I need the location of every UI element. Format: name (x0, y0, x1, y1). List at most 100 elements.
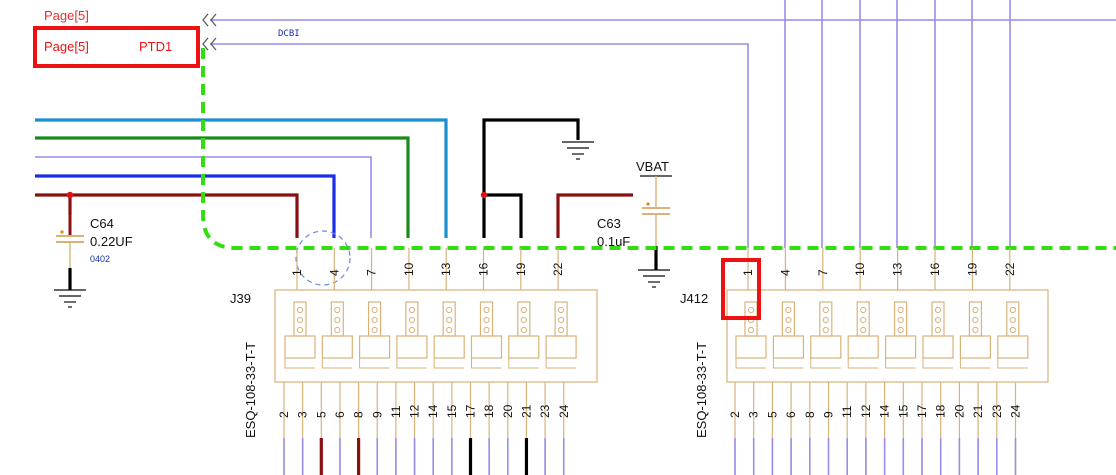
top-pin-label: 1 (741, 269, 755, 276)
bottom-pin-label: 21 (519, 404, 533, 418)
c64-ref: C64 (90, 216, 114, 231)
wire-blue (35, 174, 336, 238)
c63-ref: C63 (597, 216, 621, 231)
contact-pad (371, 306, 378, 314)
capacitor-c64[interactable]: C64 0.22UF 0402 (56, 215, 133, 290)
contact-frame (772, 335, 805, 359)
contact-pad (296, 326, 304, 334)
contact-frame (847, 335, 879, 359)
contact-pad (1009, 326, 1016, 334)
contact-lead (810, 358, 841, 369)
offpage-page-label-top: Page[5] (44, 8, 89, 23)
bottom-pin-label: 17 (915, 404, 929, 418)
contact-pad (897, 306, 904, 314)
top-pin-label: 4 (778, 269, 792, 276)
contact-frame (321, 335, 353, 359)
offpage-page-label: Page[5] (44, 39, 89, 54)
contact-pad (558, 316, 565, 324)
contact-lead (959, 358, 991, 369)
bottom-pin-label: 23 (990, 404, 1004, 418)
green-dashed-net (201, 48, 1116, 250)
contact-pad (897, 326, 904, 334)
contact-lead (922, 358, 953, 369)
contact-pad (785, 316, 792, 324)
contact-frame (959, 335, 992, 359)
bottom-pin-label: 14 (878, 404, 892, 418)
contact-lead (508, 358, 539, 369)
contact-pad (972, 326, 979, 334)
connector-body (726, 289, 1049, 383)
contact-pad (334, 326, 341, 334)
bottom-pin-label: 2 (728, 411, 742, 418)
bottom-pin-label: 20 (501, 404, 515, 418)
contact-lead (471, 358, 502, 369)
bottom-pin-label: 2 (277, 411, 291, 418)
ground-icon (638, 269, 670, 288)
contact-lead (545, 358, 577, 369)
top-pin-label: 10 (402, 262, 416, 276)
offpage-net-label: PTD1 (139, 39, 172, 54)
contact-pad (558, 306, 565, 314)
capacitor-c63[interactable]: C63 0.1uF (597, 202, 670, 270)
contact-lead (847, 358, 879, 369)
offpage-label-box[interactable]: Page[5] PTD1 (33, 26, 200, 68)
contact-frame (997, 335, 1029, 359)
connector-part-number: ESQ-108-33-T-T (243, 342, 258, 438)
wire-lightblue (35, 118, 448, 238)
vbat-rail: VBAT (636, 159, 672, 208)
contact-lead (735, 358, 766, 369)
bottom-pin-label: 11 (840, 405, 854, 418)
bottom-pin-label: 24 (1009, 404, 1023, 418)
contact-pad (558, 326, 565, 334)
bottom-pin-label: 12 (859, 404, 873, 418)
bottom-pin-label: 12 (408, 404, 422, 418)
contact-pad (446, 306, 453, 314)
j412-pin-1-box[interactable] (721, 258, 761, 320)
contact-pad (897, 316, 904, 324)
top-pin-label: 19 (965, 262, 979, 276)
bottom-pin-label: 8 (803, 411, 817, 418)
bottom-pin-label: 18 (934, 404, 948, 418)
bottom-pin-label: 5 (765, 411, 779, 418)
c64-package: 0402 (90, 254, 110, 264)
top-pin-label: 4 (327, 269, 341, 276)
c63-value: 0.1uF (597, 234, 630, 249)
connector-ref: J39 (230, 291, 251, 306)
contact-pad (371, 326, 378, 334)
contact-lead (885, 358, 916, 369)
contact-frame (922, 335, 954, 359)
bottom-pin-label: 20 (952, 404, 966, 418)
bottom-pin-label: 3 (296, 411, 310, 418)
contact-pad (408, 326, 415, 334)
contact-pad (972, 306, 979, 314)
contact-pad (296, 316, 304, 324)
contact-pad (860, 326, 867, 334)
contact-frame (735, 335, 767, 359)
contact-pad (822, 316, 829, 324)
contact-pad (520, 316, 527, 324)
contact-lead (772, 358, 804, 369)
bottom-pin-label: 15 (896, 404, 910, 418)
contact-lead (433, 358, 465, 369)
contact-pad (446, 326, 453, 334)
contact-frame (433, 335, 465, 359)
contact-pad (822, 306, 829, 314)
contact-pad (446, 316, 453, 324)
wire-darkred-vbat (556, 193, 633, 238)
top-pin-label: 16 (928, 262, 942, 276)
top-pin-label: 22 (1003, 262, 1017, 276)
pin4-highlight-circle (295, 230, 351, 286)
bottom-pin-label: 6 (784, 411, 798, 418)
contact-pad (785, 306, 792, 314)
bottom-pin-label: 3 (747, 411, 761, 418)
contact-pad (747, 306, 755, 314)
top-pin-label: 22 (551, 262, 565, 276)
offpage-arrow-icon (202, 13, 217, 51)
junction-dot (480, 191, 488, 199)
contact-pad (972, 316, 979, 324)
contact-pad (934, 326, 942, 334)
bottom-pin-label: 9 (822, 411, 836, 418)
contact-pad (408, 306, 415, 314)
